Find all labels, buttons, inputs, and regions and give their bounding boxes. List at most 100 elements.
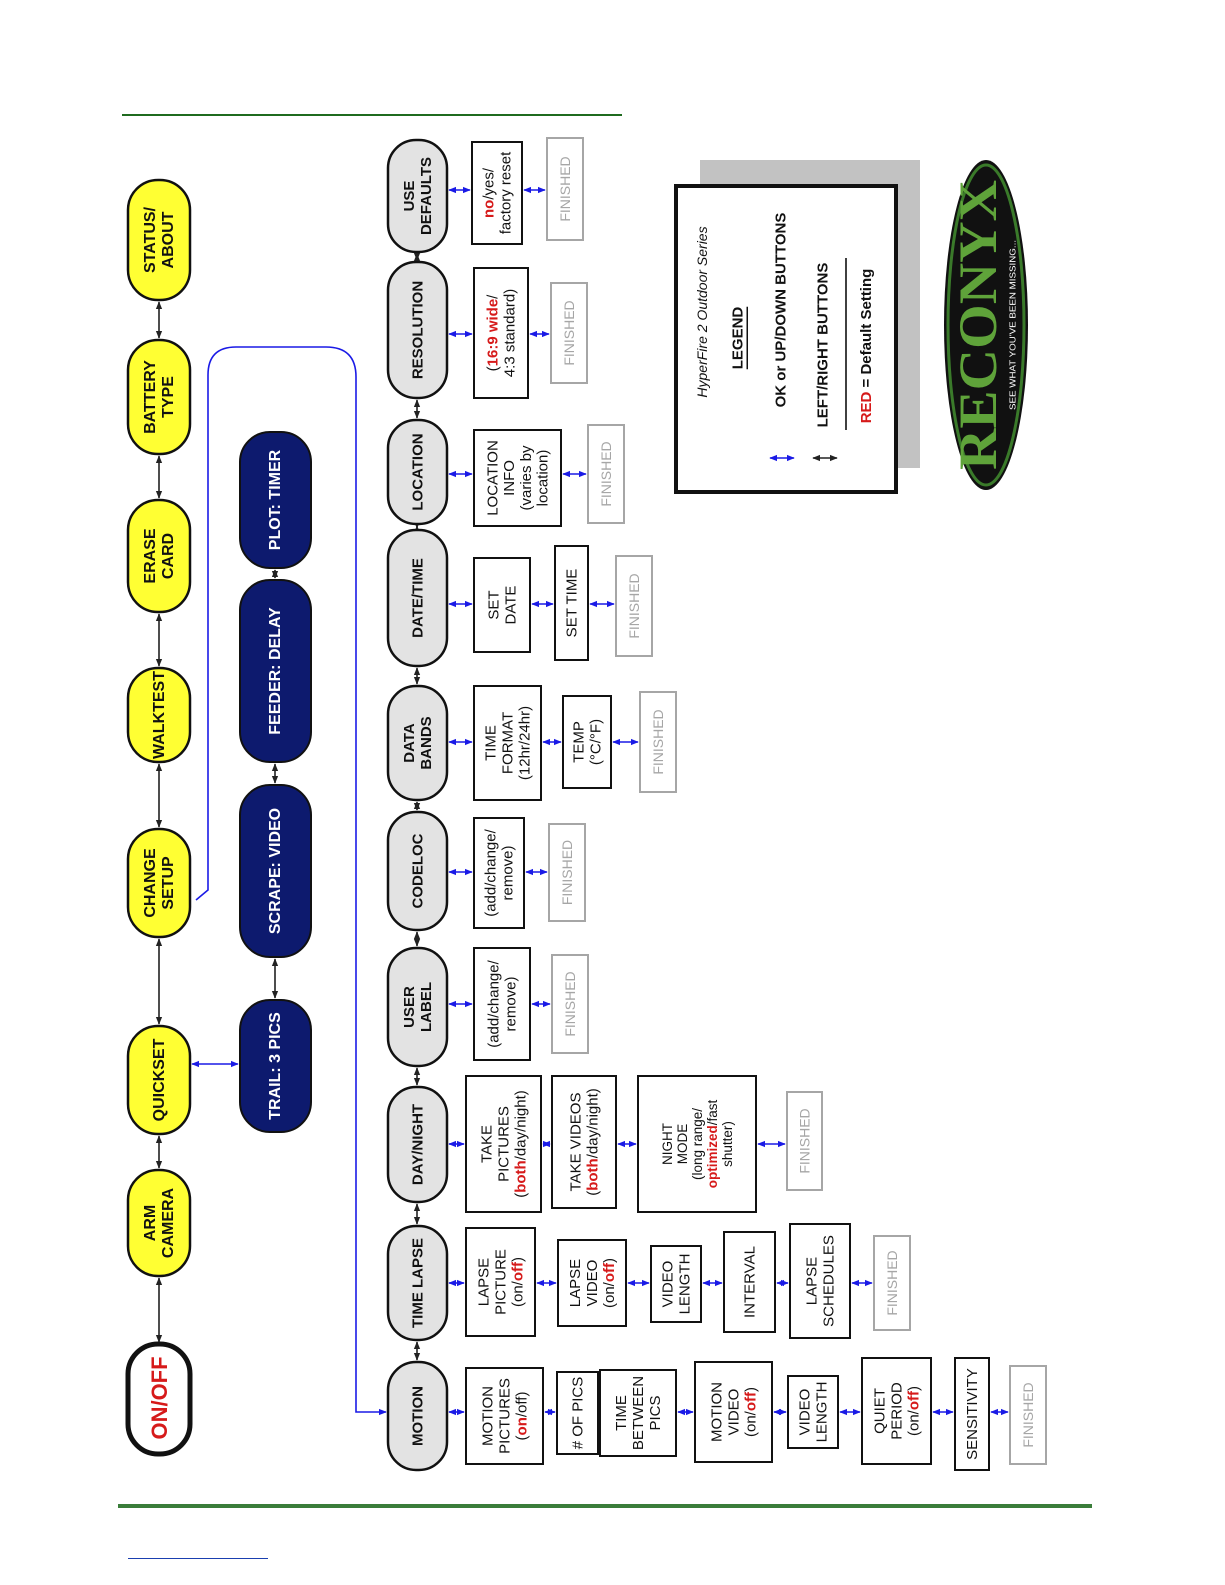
node-label-line: MOTION bbox=[409, 1386, 426, 1446]
setup-menu-userlabel[interactable] bbox=[386, 946, 449, 1068]
label-segment: (°C/°F) bbox=[587, 719, 604, 765]
node-label-line: (on/off) bbox=[600, 1258, 617, 1308]
node-label-line: FORMAT bbox=[499, 712, 516, 774]
node-label-line: 4:3 standard) bbox=[501, 289, 518, 377]
setting-motion-6[interactable] bbox=[954, 1357, 990, 1471]
setting-datetime-1[interactable] bbox=[554, 545, 589, 661]
label-segment: SET bbox=[485, 590, 502, 619]
setting-timelapse-0[interactable] bbox=[465, 1227, 536, 1337]
quickset-option-scrape[interactable] bbox=[239, 784, 312, 958]
setting-databands-1[interactable] bbox=[562, 695, 612, 789]
label-segment: RESOLUTION bbox=[409, 281, 426, 379]
setup-menu-motion[interactable] bbox=[386, 1360, 449, 1472]
finished-datetime[interactable] bbox=[615, 555, 653, 657]
setting-daynight-1[interactable] bbox=[551, 1075, 617, 1209]
setup-menu-resolution[interactable] bbox=[386, 260, 449, 400]
node-label-line: (long range/ bbox=[690, 1108, 705, 1180]
finished-daynight[interactable] bbox=[786, 1091, 823, 1191]
node-label-line: # OF PICS bbox=[569, 1377, 586, 1450]
finished-location[interactable] bbox=[587, 424, 625, 524]
label-segment: ERASE bbox=[141, 528, 158, 583]
finished-defaults[interactable] bbox=[546, 137, 584, 241]
node-label-line: TIME bbox=[482, 725, 499, 761]
label-segment: USER bbox=[400, 986, 417, 1028]
setup-menu-codeloc[interactable] bbox=[386, 810, 449, 932]
main-menu-status[interactable] bbox=[126, 178, 192, 302]
node-label-line: ARM bbox=[141, 1205, 158, 1241]
node-label-line: SCHEDULES bbox=[820, 1235, 837, 1327]
main-menu-quickset[interactable] bbox=[126, 1024, 192, 1136]
main-menu-battery[interactable] bbox=[126, 338, 192, 456]
node-label-line: NIGHT bbox=[659, 1123, 674, 1165]
label-segment: LENGTH bbox=[676, 1254, 693, 1315]
node-label-line: VIDEO bbox=[796, 1389, 813, 1436]
main-menu-arm[interactable] bbox=[126, 1168, 192, 1278]
setting-datetime-0[interactable] bbox=[473, 557, 531, 653]
label-segment: QUICKSET bbox=[151, 1038, 168, 1121]
setup-menu-databands[interactable] bbox=[386, 684, 449, 802]
legend-red-word: RED bbox=[858, 391, 875, 423]
setting-codeloc-0[interactable] bbox=[473, 817, 525, 929]
node-label-line: PERIOD bbox=[888, 1382, 905, 1440]
setting-motion-4[interactable] bbox=[787, 1375, 839, 1449]
finished-userlabel[interactable] bbox=[551, 954, 589, 1054]
footer-link-underline bbox=[128, 1558, 268, 1559]
setting-motion-1[interactable] bbox=[556, 1371, 599, 1455]
label-segment: ) bbox=[905, 1386, 922, 1391]
label-segment: CHANGE bbox=[141, 848, 158, 918]
finished-label: FINISHED bbox=[884, 1250, 900, 1315]
setup-menu-timelapse[interactable] bbox=[386, 1224, 449, 1342]
setup-menu-location[interactable] bbox=[386, 418, 449, 526]
setting-userlabel-0[interactable] bbox=[473, 947, 531, 1061]
setting-daynight-2[interactable] bbox=[637, 1075, 757, 1213]
setting-timelapse-4[interactable] bbox=[789, 1223, 851, 1339]
node-label-line: TAKE bbox=[478, 1125, 495, 1163]
setup-menu-daynight[interactable] bbox=[386, 1085, 449, 1204]
label-segment: (12hr/24hr) bbox=[516, 706, 533, 780]
setting-motion-5[interactable] bbox=[861, 1357, 932, 1465]
node-label-line: (12hr/24hr) bbox=[516, 706, 533, 780]
setting-resolution-0[interactable] bbox=[473, 267, 529, 399]
node-label-line: (on/off) bbox=[509, 1257, 526, 1307]
setting-timelapse-3[interactable] bbox=[723, 1231, 776, 1333]
main-menu-walktest[interactable] bbox=[126, 666, 192, 764]
finished-databands[interactable] bbox=[639, 691, 677, 793]
label-segment: MOTION bbox=[708, 1382, 725, 1442]
setting-motion-2[interactable] bbox=[599, 1369, 677, 1457]
setup-menu-datetime[interactable] bbox=[386, 528, 449, 668]
quickset-option-plot[interactable] bbox=[239, 431, 312, 569]
node-label-line: CARD bbox=[160, 533, 177, 579]
main-menu-onoff[interactable] bbox=[125, 1341, 193, 1457]
finished-resolution[interactable] bbox=[550, 282, 588, 384]
quickset-option-trail[interactable] bbox=[239, 999, 312, 1133]
setting-defaults-0[interactable] bbox=[471, 141, 523, 245]
setting-daynight-0[interactable] bbox=[465, 1075, 542, 1213]
label-segment: TAKE bbox=[478, 1125, 495, 1163]
quickset-option-feeder[interactable] bbox=[239, 579, 312, 763]
setting-location-0[interactable] bbox=[473, 429, 562, 527]
setting-timelapse-2[interactable] bbox=[650, 1245, 702, 1323]
finished-label: FINISHED bbox=[559, 840, 575, 905]
setup-menu-defaults[interactable] bbox=[386, 138, 449, 254]
node-label-line: MOTION bbox=[479, 1386, 496, 1446]
setting-motion-0[interactable] bbox=[465, 1367, 544, 1465]
label-segment: FORMAT bbox=[499, 712, 516, 774]
setting-databands-0[interactable] bbox=[473, 685, 542, 801]
label-segment: LAPSE bbox=[803, 1257, 820, 1305]
finished-timelapse[interactable] bbox=[873, 1235, 911, 1331]
quickset-label: PLOT: TIMER bbox=[267, 449, 284, 550]
header-rule bbox=[122, 114, 622, 116]
node-label-line: (16:9 wide/ bbox=[484, 294, 501, 372]
label-segment: BATTERY bbox=[141, 360, 158, 434]
finished-codeloc[interactable] bbox=[548, 823, 586, 922]
legend-box bbox=[674, 184, 898, 494]
main-menu-change[interactable] bbox=[126, 827, 192, 939]
node-label-line: DAY/NIGHT bbox=[409, 1104, 426, 1185]
setting-motion-3[interactable] bbox=[694, 1361, 773, 1463]
node-label-line: USER bbox=[400, 986, 417, 1028]
label-segment: ( bbox=[512, 1193, 529, 1198]
main-menu-erase[interactable] bbox=[126, 498, 192, 614]
setting-timelapse-1[interactable] bbox=[557, 1239, 627, 1327]
finished-motion[interactable] bbox=[1009, 1365, 1047, 1465]
node-label-line: DATA bbox=[400, 723, 417, 763]
